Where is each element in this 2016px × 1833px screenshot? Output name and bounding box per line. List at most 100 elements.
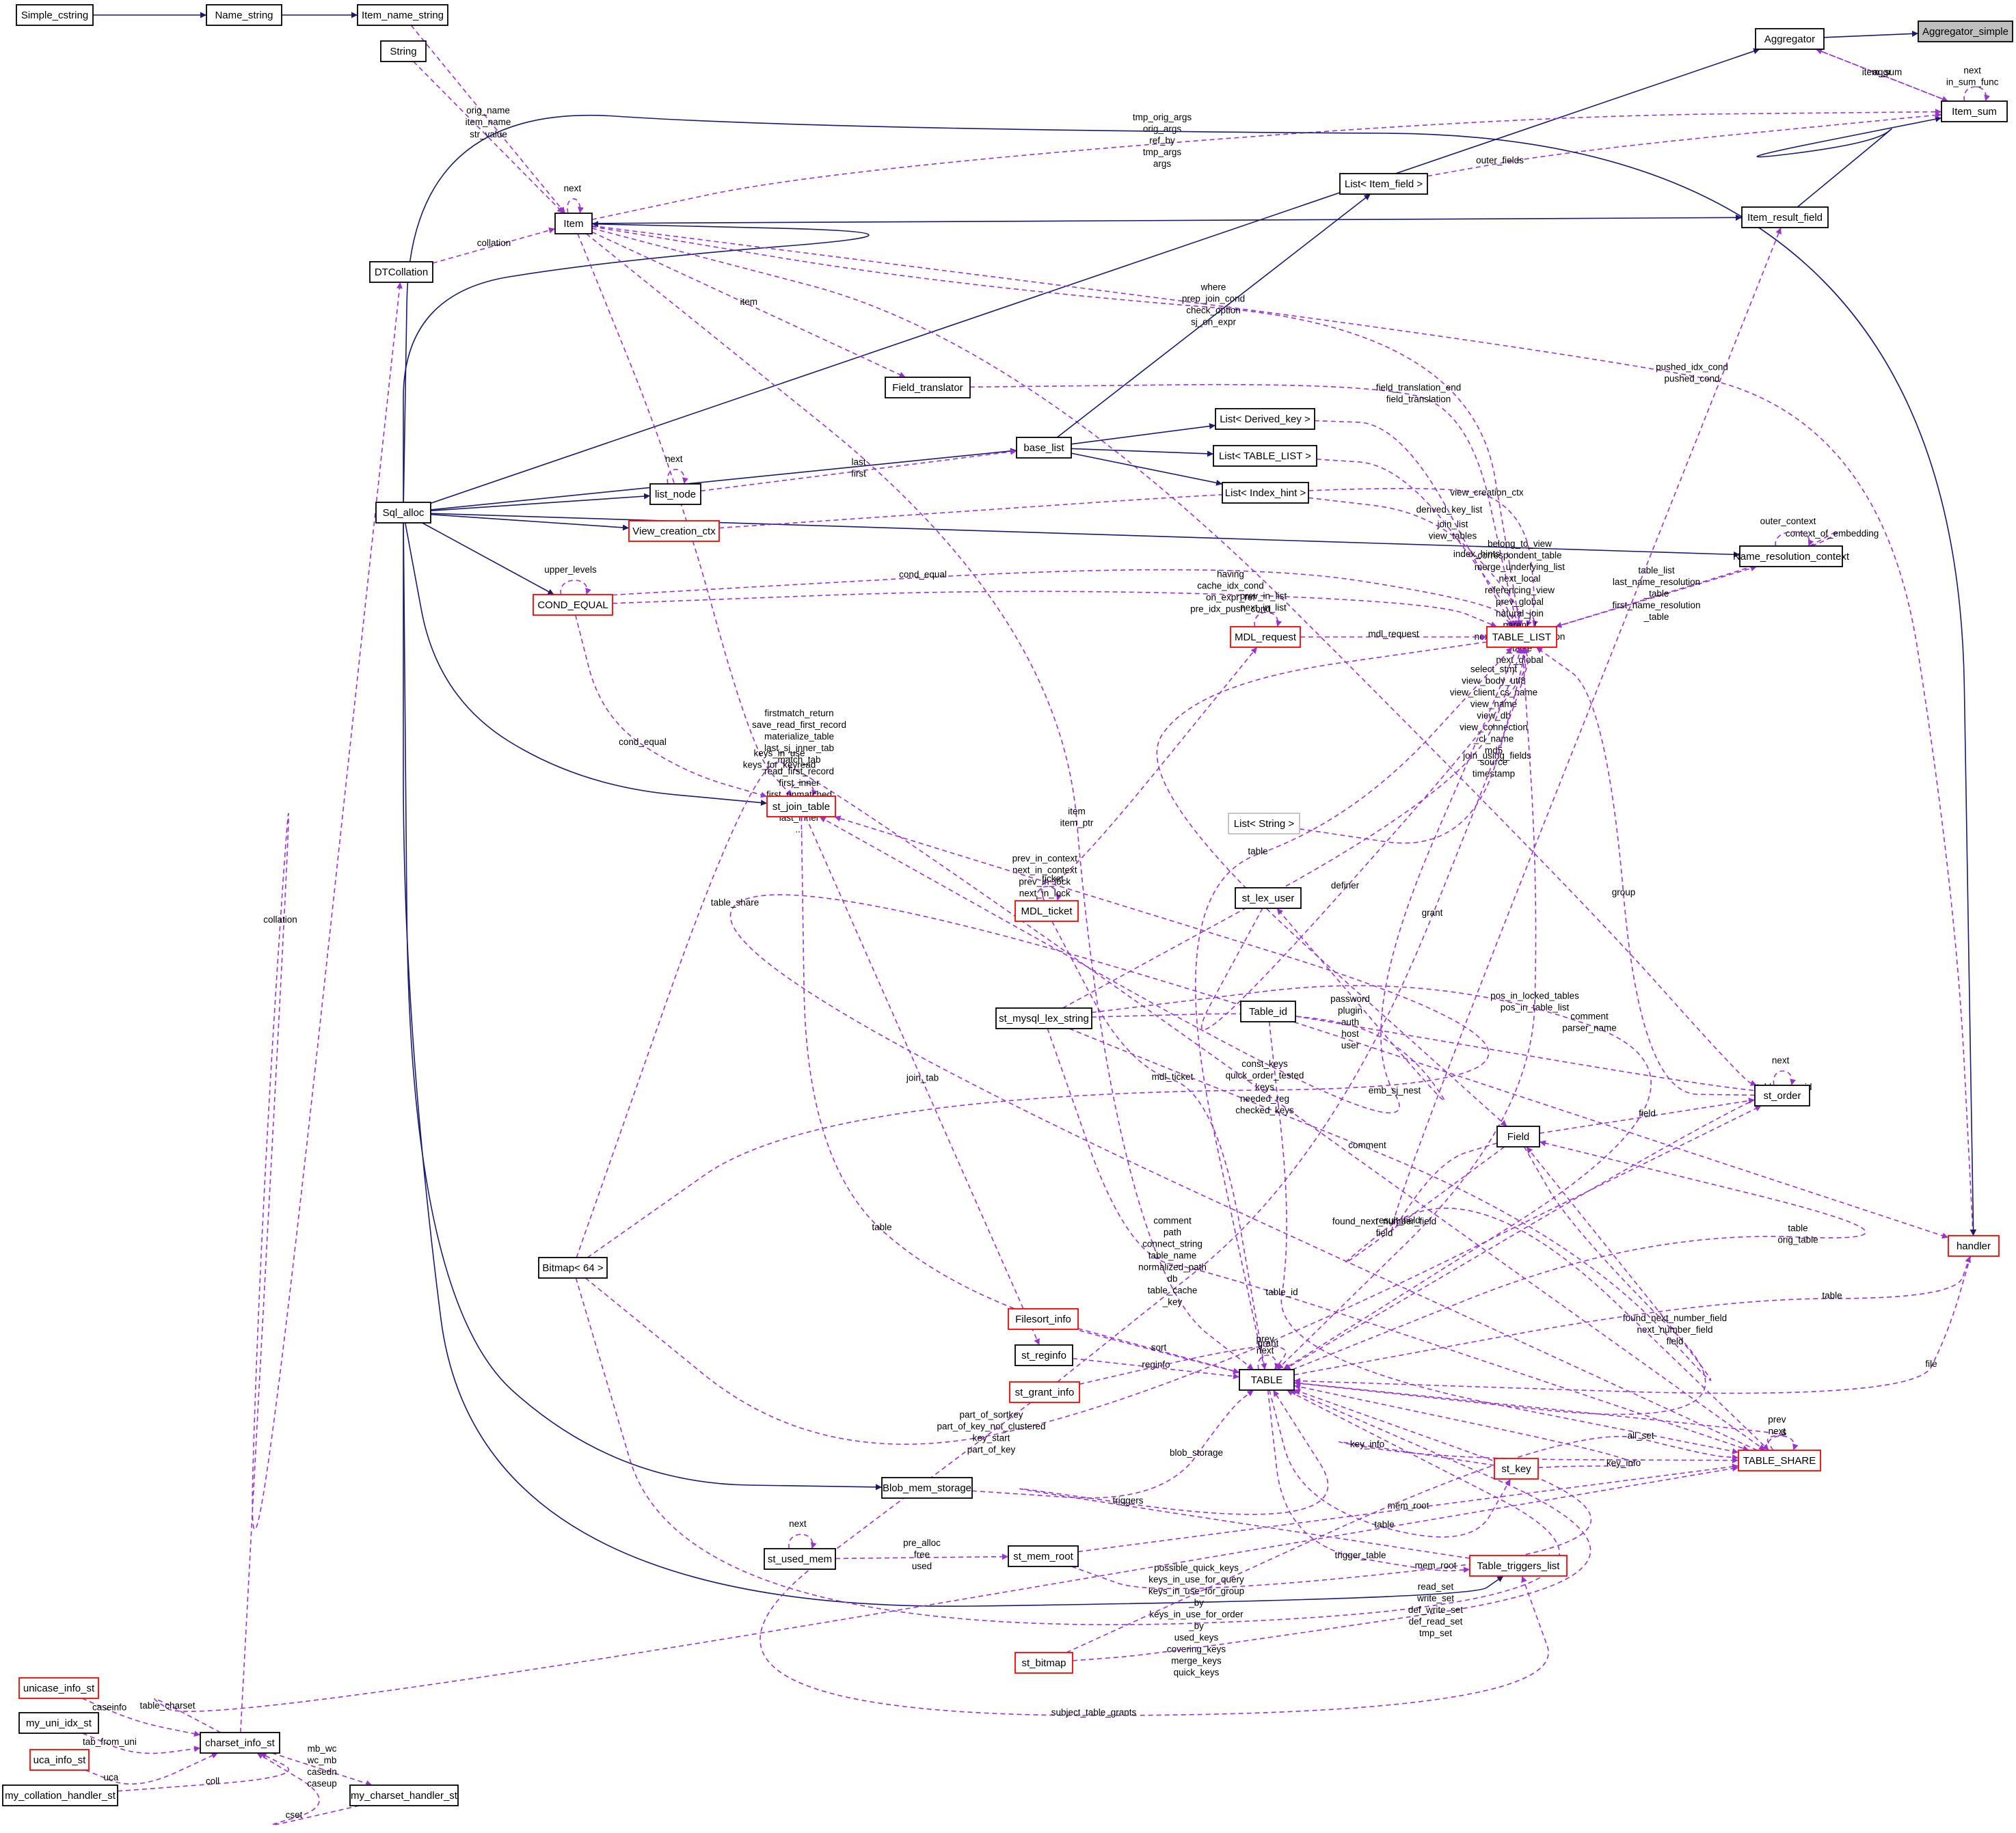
edge-line xyxy=(1268,1021,1739,1454)
node-simple-cstring[interactable]: Simple_cstring xyxy=(16,4,94,26)
edge-table-to-table_triggers_list: trigger_table xyxy=(1267,1389,1470,1573)
node-field-translator[interactable]: Field_translator xyxy=(885,377,971,398)
node-label: my_collation_handler_st xyxy=(5,1790,116,1802)
node-label: st_grant_info xyxy=(1015,1387,1075,1398)
edge-filesort_info-to-table: sort xyxy=(1077,1328,1240,1374)
node-mdl-request[interactable]: MDL_request xyxy=(1230,626,1301,648)
node-base-list[interactable]: base_list xyxy=(1016,437,1072,459)
edge-label: comment xyxy=(1348,1140,1386,1150)
edge-label: context_of_embedding xyxy=(1786,528,1879,539)
node-filesort-info[interactable]: Filesort_info xyxy=(1008,1308,1079,1330)
edge-label: next_in_list xyxy=(1240,603,1287,613)
node-st-key[interactable]: st_key xyxy=(1494,1458,1539,1480)
edge-line xyxy=(700,448,1017,492)
edge-sql_alloc-to-st_join_table xyxy=(404,522,768,806)
edge-st_key-to-table: key_info xyxy=(1293,1383,1641,1469)
node-item-result-field[interactable]: Item_result_field xyxy=(1741,206,1829,228)
node-my-charset-handler-st[interactable]: my_charset_handler_st xyxy=(349,1784,459,1806)
node-st-join-table[interactable]: st_join_table xyxy=(766,796,836,817)
edge-label: field_translation xyxy=(1386,394,1451,405)
edge-base_list-to-list_table_list xyxy=(1071,448,1214,457)
edge-label: sj_on_expr xyxy=(1191,317,1237,327)
node-bitmap-64[interactable]: Bitmap< 64 > xyxy=(538,1257,608,1279)
node-blob-mem-storage[interactable]: Blob_mem_storage xyxy=(881,1477,973,1499)
node-sql-alloc[interactable]: Sql_alloc xyxy=(375,502,431,524)
edge-table_id-to-table_share: table_id xyxy=(1265,1021,1739,1454)
node-my-uni-idx-st[interactable]: my_uni_idx_st xyxy=(18,1712,99,1734)
node-table-triggers-list[interactable]: Table_triggers_list xyxy=(1469,1555,1568,1577)
edge-item-to-table_list: whereprep_join_condcheck_optionsj_on_exp… xyxy=(591,226,1522,627)
edge-label: keys_in_use_for_query xyxy=(1148,1575,1244,1585)
node-st-used-mem[interactable]: st_used_mem xyxy=(764,1548,836,1570)
edge-label: field xyxy=(1376,1228,1393,1238)
node-cond-equal[interactable]: COND_EQUAL xyxy=(533,594,613,616)
edge-label: aggr xyxy=(1872,67,1892,77)
edge-line xyxy=(1815,49,1949,102)
edge-label: casedn xyxy=(307,1767,337,1777)
edge-label: collation xyxy=(477,238,511,248)
node-st-lex-user[interactable]: st_lex_user xyxy=(1235,887,1302,909)
edge-label: join_using_fields xyxy=(1462,750,1531,761)
node-charset-info-st[interactable]: charset_info_st xyxy=(200,1732,280,1754)
edge-label: checked_keys xyxy=(1235,1105,1294,1115)
edge-st_key-to-table_share: key_info xyxy=(1339,1439,1739,1466)
node-item[interactable]: Item xyxy=(554,213,593,234)
node-label: DTCollation xyxy=(375,267,428,278)
node-st-mysql-lex-string[interactable]: st_mysql_lex_string xyxy=(995,1007,1092,1029)
edge-table_share-to-handler: table_share xyxy=(711,894,1949,1451)
node-aggregator-simple[interactable]: Aggregator_simple xyxy=(1918,21,2013,42)
edge-table_list-to-st_join_table: emb_sj_nest xyxy=(819,647,1518,1114)
edge-label: field xyxy=(1667,1336,1684,1346)
node-list-index-hint[interactable]: List< Index_hint > xyxy=(1222,482,1309,504)
node-dtcollation[interactable]: DTCollation xyxy=(369,261,433,283)
edge-line xyxy=(1293,1383,1635,1469)
node-list-node[interactable]: list_node xyxy=(649,483,701,505)
node-label: List< Item_field > xyxy=(1345,178,1423,190)
node-box xyxy=(1239,1369,1295,1391)
node-name-resolution-context[interactable]: Name_resolution_context xyxy=(1733,545,1850,567)
node-string[interactable]: String xyxy=(380,40,427,62)
edge-label: source xyxy=(1480,757,1508,768)
node-table-list[interactable]: TABLE_LIST xyxy=(1486,626,1557,648)
edge-line xyxy=(1314,420,1516,627)
edge-line xyxy=(1071,448,1214,457)
node-item-sum[interactable]: Item_sum xyxy=(1941,100,2008,122)
node-uca-info-st[interactable]: uca_info_st xyxy=(29,1749,90,1771)
edge-label: cond_equal xyxy=(899,569,947,580)
edge-view_creation_ctx-to-table_list: view_creation_ctx xyxy=(718,487,1535,627)
node-list-derived-key[interactable]: List< Derived_key > xyxy=(1215,408,1315,430)
edge-line xyxy=(1535,647,1756,1096)
node-item-name-string[interactable]: Item_name_string xyxy=(357,4,448,26)
node-unicase-info-st[interactable]: unicase_info_st xyxy=(18,1677,99,1699)
edge-label: cache_idx_cond xyxy=(1197,581,1264,591)
node-aggregator[interactable]: Aggregator xyxy=(1755,28,1825,50)
node-st-mem-root[interactable]: st_mem_root xyxy=(1008,1545,1079,1567)
node-label: List< Index_hint > xyxy=(1225,487,1306,499)
node-table-id[interactable]: Table_id xyxy=(1240,1001,1296,1022)
node-field[interactable]: Field xyxy=(1496,1126,1540,1148)
node-box xyxy=(885,377,971,398)
node-my-collation-handler-st[interactable]: my_collation_handler_st xyxy=(2,1784,118,1806)
edge-line xyxy=(729,894,1949,1451)
node-st-bitmap[interactable]: st_bitmap xyxy=(1014,1652,1073,1674)
edge-line xyxy=(1267,1389,1470,1573)
node-list-string[interactable]: List< String > xyxy=(1228,813,1300,834)
edge-line xyxy=(667,469,688,485)
node-st-order[interactable]: st_order xyxy=(1754,1085,1810,1106)
node-label: st_key xyxy=(1501,1463,1531,1475)
node-name-string[interactable]: Name_string xyxy=(206,4,282,26)
edge-label: subject_table_grants xyxy=(1051,1707,1137,1717)
edge-label: def_read_set xyxy=(1409,1616,1463,1627)
node-handler[interactable]: handler xyxy=(1948,1235,2000,1257)
node-view-creation-ctx[interactable]: View_creation_ctx xyxy=(628,520,720,542)
node-table-share[interactable]: TABLE_SHARE xyxy=(1738,1450,1821,1471)
node-list-table-list[interactable]: List< TABLE_LIST > xyxy=(1213,445,1317,467)
edge-label: view_body_utf8 xyxy=(1462,676,1526,686)
node-st-reginfo[interactable]: st_reginfo xyxy=(1014,1344,1073,1366)
node-st-grant-info[interactable]: st_grant_info xyxy=(1009,1381,1080,1403)
node-mdl-ticket[interactable]: MDL_ticket xyxy=(1014,900,1079,922)
node-table[interactable]: TABLE xyxy=(1239,1369,1295,1391)
node-label: List< String > xyxy=(1234,818,1295,830)
node-list-item-field[interactable]: List< Item_field > xyxy=(1339,173,1428,195)
